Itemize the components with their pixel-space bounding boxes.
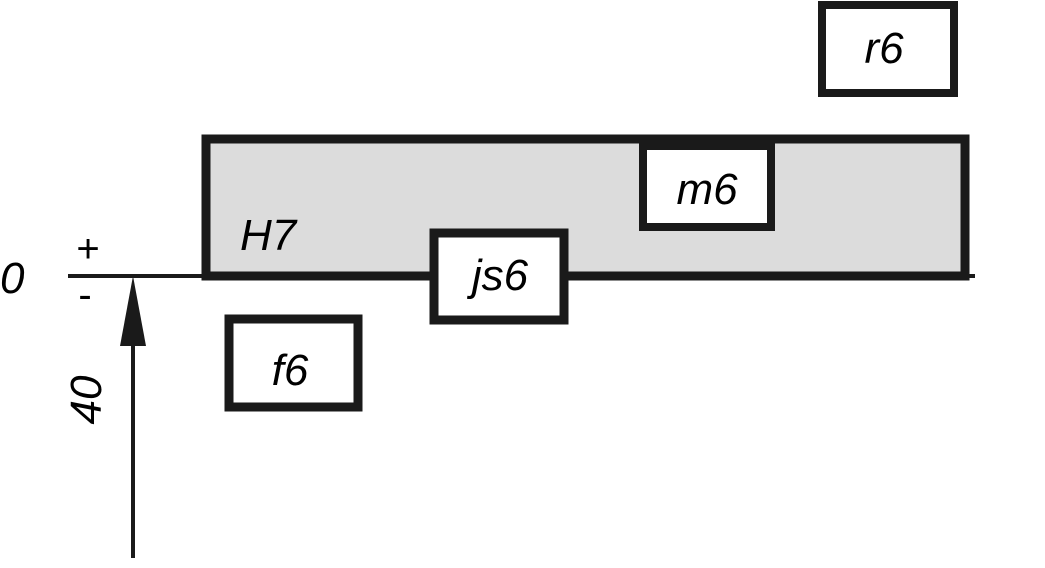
shaft-zone-f6 [224,314,363,412]
shaft-zone-f6-label: f6 [272,346,309,395]
plus-sign: + [76,227,99,271]
nominal-size-label: 40 [62,375,111,424]
shaft-zone-r6 [818,1,958,97]
shaft-zone-js6 [429,228,569,325]
shaft-zone-js6-label: js6 [467,251,529,300]
hole-zone-label: H7 [240,211,298,260]
zero-line-label: 0 [0,254,25,303]
shaft-zone-m6-label: m6 [676,165,738,214]
hole-zone-h7 [201,134,970,281]
shaft-zone-r6-label: r6 [864,24,904,73]
shaft-zone-m6 [639,142,775,231]
minus-sign: - [78,273,91,317]
arrow-up-icon [120,276,146,346]
